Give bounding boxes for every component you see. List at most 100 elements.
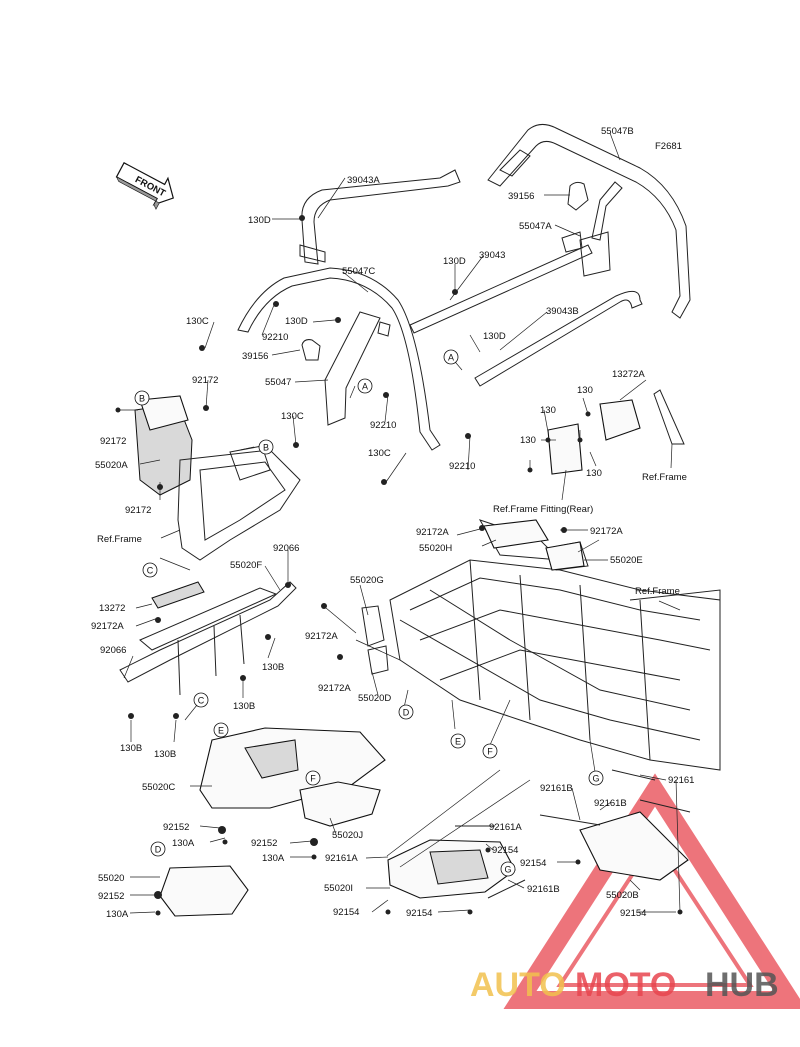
svg-text:C: C xyxy=(198,696,205,706)
label-92154-a: 92154 xyxy=(492,845,518,856)
label-92154-d: 92154 xyxy=(406,908,432,919)
label-130D-left: 130D xyxy=(285,316,308,327)
label-92161B-top: 92161B xyxy=(540,783,573,794)
callout-b-mid: B xyxy=(258,439,274,455)
label-92210-top: 92210 xyxy=(262,332,288,343)
callout-d-plate: D xyxy=(150,841,166,857)
svg-text:D: D xyxy=(403,708,410,718)
label-92154-e: 92154 xyxy=(620,908,646,919)
label-55020I: 55020I xyxy=(324,883,353,894)
chassis-frame-drawing xyxy=(361,519,721,771)
label-55047B: 55047B xyxy=(601,126,634,137)
part-labels: F2681 39043A 130D 55047C 130D 39043 5504… xyxy=(91,126,694,920)
front-arrow-icon: FRONT xyxy=(115,161,174,210)
label-130D-right: 130D xyxy=(483,331,506,342)
label-92210-mid: 92210 xyxy=(370,420,396,431)
label-92210-low: 92210 xyxy=(449,461,475,472)
watermark-moto: MOTO xyxy=(575,966,676,1004)
svg-text:D: D xyxy=(155,845,162,855)
label-55020B: 55020B xyxy=(606,890,639,901)
callout-e-plate: E xyxy=(213,722,229,738)
rear-bracket-drawing xyxy=(483,389,685,571)
svg-text:F: F xyxy=(310,774,316,784)
label-13272A: 13272A xyxy=(612,369,645,380)
watermark-hub: HUB xyxy=(705,966,779,1004)
callout-g-frame: G xyxy=(588,770,604,786)
left-guard-drawing xyxy=(134,395,301,561)
label-39043: 39043 xyxy=(479,250,505,261)
svg-text:A: A xyxy=(362,382,368,392)
label-13272: 13272 xyxy=(99,603,125,614)
figure-code: F2681 xyxy=(655,141,682,152)
svg-text:F: F xyxy=(487,747,493,757)
label-55020J: 55020J xyxy=(332,830,363,841)
label-92172-left: 92172 xyxy=(100,436,126,447)
label-92161B-low: 92161B xyxy=(527,884,560,895)
label-130A-c: 130A xyxy=(106,909,129,920)
label-92161A-left: 92161A xyxy=(325,853,358,864)
label-130C-top: 130C xyxy=(186,316,209,327)
label-130A-a: 130A xyxy=(172,838,195,849)
label-130D-top: 130D xyxy=(248,215,271,226)
svg-text:C: C xyxy=(147,566,154,576)
label-92161: 92161 xyxy=(668,775,694,786)
svg-text:G: G xyxy=(592,774,599,784)
callout-d-frame: D xyxy=(398,704,414,720)
callout-e-frame: E xyxy=(450,733,466,749)
svg-text:B: B xyxy=(139,394,145,404)
front-bumper-drawing xyxy=(119,581,297,696)
label-92172A-lower1: 92172A xyxy=(305,631,338,642)
roll-cage-drawing xyxy=(237,124,691,451)
label-92172A-left: 92172A xyxy=(91,621,124,632)
label-130B-left2: 130B xyxy=(154,749,176,760)
svg-text:B: B xyxy=(263,443,269,453)
label-130-b: 130 xyxy=(540,405,556,416)
label-92152-a: 92152 xyxy=(163,822,189,833)
svg-text:E: E xyxy=(218,726,224,736)
watermark-text: AUTO MOTO HUB xyxy=(470,966,779,1004)
label-55020G: 55020G xyxy=(350,575,384,586)
label-39156-right: 39156 xyxy=(508,191,534,202)
callout-c-bumper: C xyxy=(193,692,209,708)
label-92172A-mid: 92172A xyxy=(416,527,449,538)
callout-g-plate: G xyxy=(500,861,516,877)
fasteners xyxy=(115,215,683,916)
label-55020A: 55020A xyxy=(95,460,128,471)
label-ref-frame-fitting: Ref.Frame Fitting(Rear) xyxy=(493,504,593,515)
callout-f-plate: F xyxy=(305,770,321,786)
label-130B-right: 130B xyxy=(262,662,284,673)
label-130A-b: 130A xyxy=(262,853,285,864)
label-92066-top: 92066 xyxy=(273,543,299,554)
watermark-auto: AUTO xyxy=(470,966,566,1004)
label-55047: 55047 xyxy=(265,377,291,388)
watermark-logo xyxy=(503,773,800,1009)
label-92172A-lower2: 92172A xyxy=(318,683,351,694)
label-92172A-right: 92172A xyxy=(590,526,623,537)
svg-text:G: G xyxy=(504,865,511,875)
label-92066-left: 92066 xyxy=(100,645,126,656)
label-130-d: 130 xyxy=(586,468,602,479)
leader-lines xyxy=(118,132,681,914)
callout-f-frame: F xyxy=(482,743,498,759)
label-55020C: 55020C xyxy=(142,782,175,793)
label-92154-b: 92154 xyxy=(520,858,546,869)
label-55047C: 55047C xyxy=(342,266,375,277)
label-92154-c: 92154 xyxy=(333,907,359,918)
label-130D-mid: 130D xyxy=(443,256,466,267)
label-130: 130 xyxy=(577,385,593,396)
label-ref-frame-left: Ref.Frame xyxy=(97,534,142,545)
callout-a-right: A xyxy=(443,349,459,365)
label-39043B: 39043B xyxy=(546,306,579,317)
label-130C-low: 130C xyxy=(368,448,391,459)
label-55020F: 55020F xyxy=(230,560,262,571)
label-130B-left: 130B xyxy=(120,743,142,754)
label-92161A-right: 92161A xyxy=(489,822,522,833)
callout-c-left: C xyxy=(142,562,158,578)
label-55020: 55020 xyxy=(98,873,124,884)
label-55020D: 55020D xyxy=(358,693,391,704)
label-ref-frame-chassis: Ref.Frame xyxy=(635,586,680,597)
label-92172-top: 92172 xyxy=(192,375,218,386)
label-130B-mid: 130B xyxy=(233,701,255,712)
label-130-c: 130 xyxy=(520,435,536,446)
